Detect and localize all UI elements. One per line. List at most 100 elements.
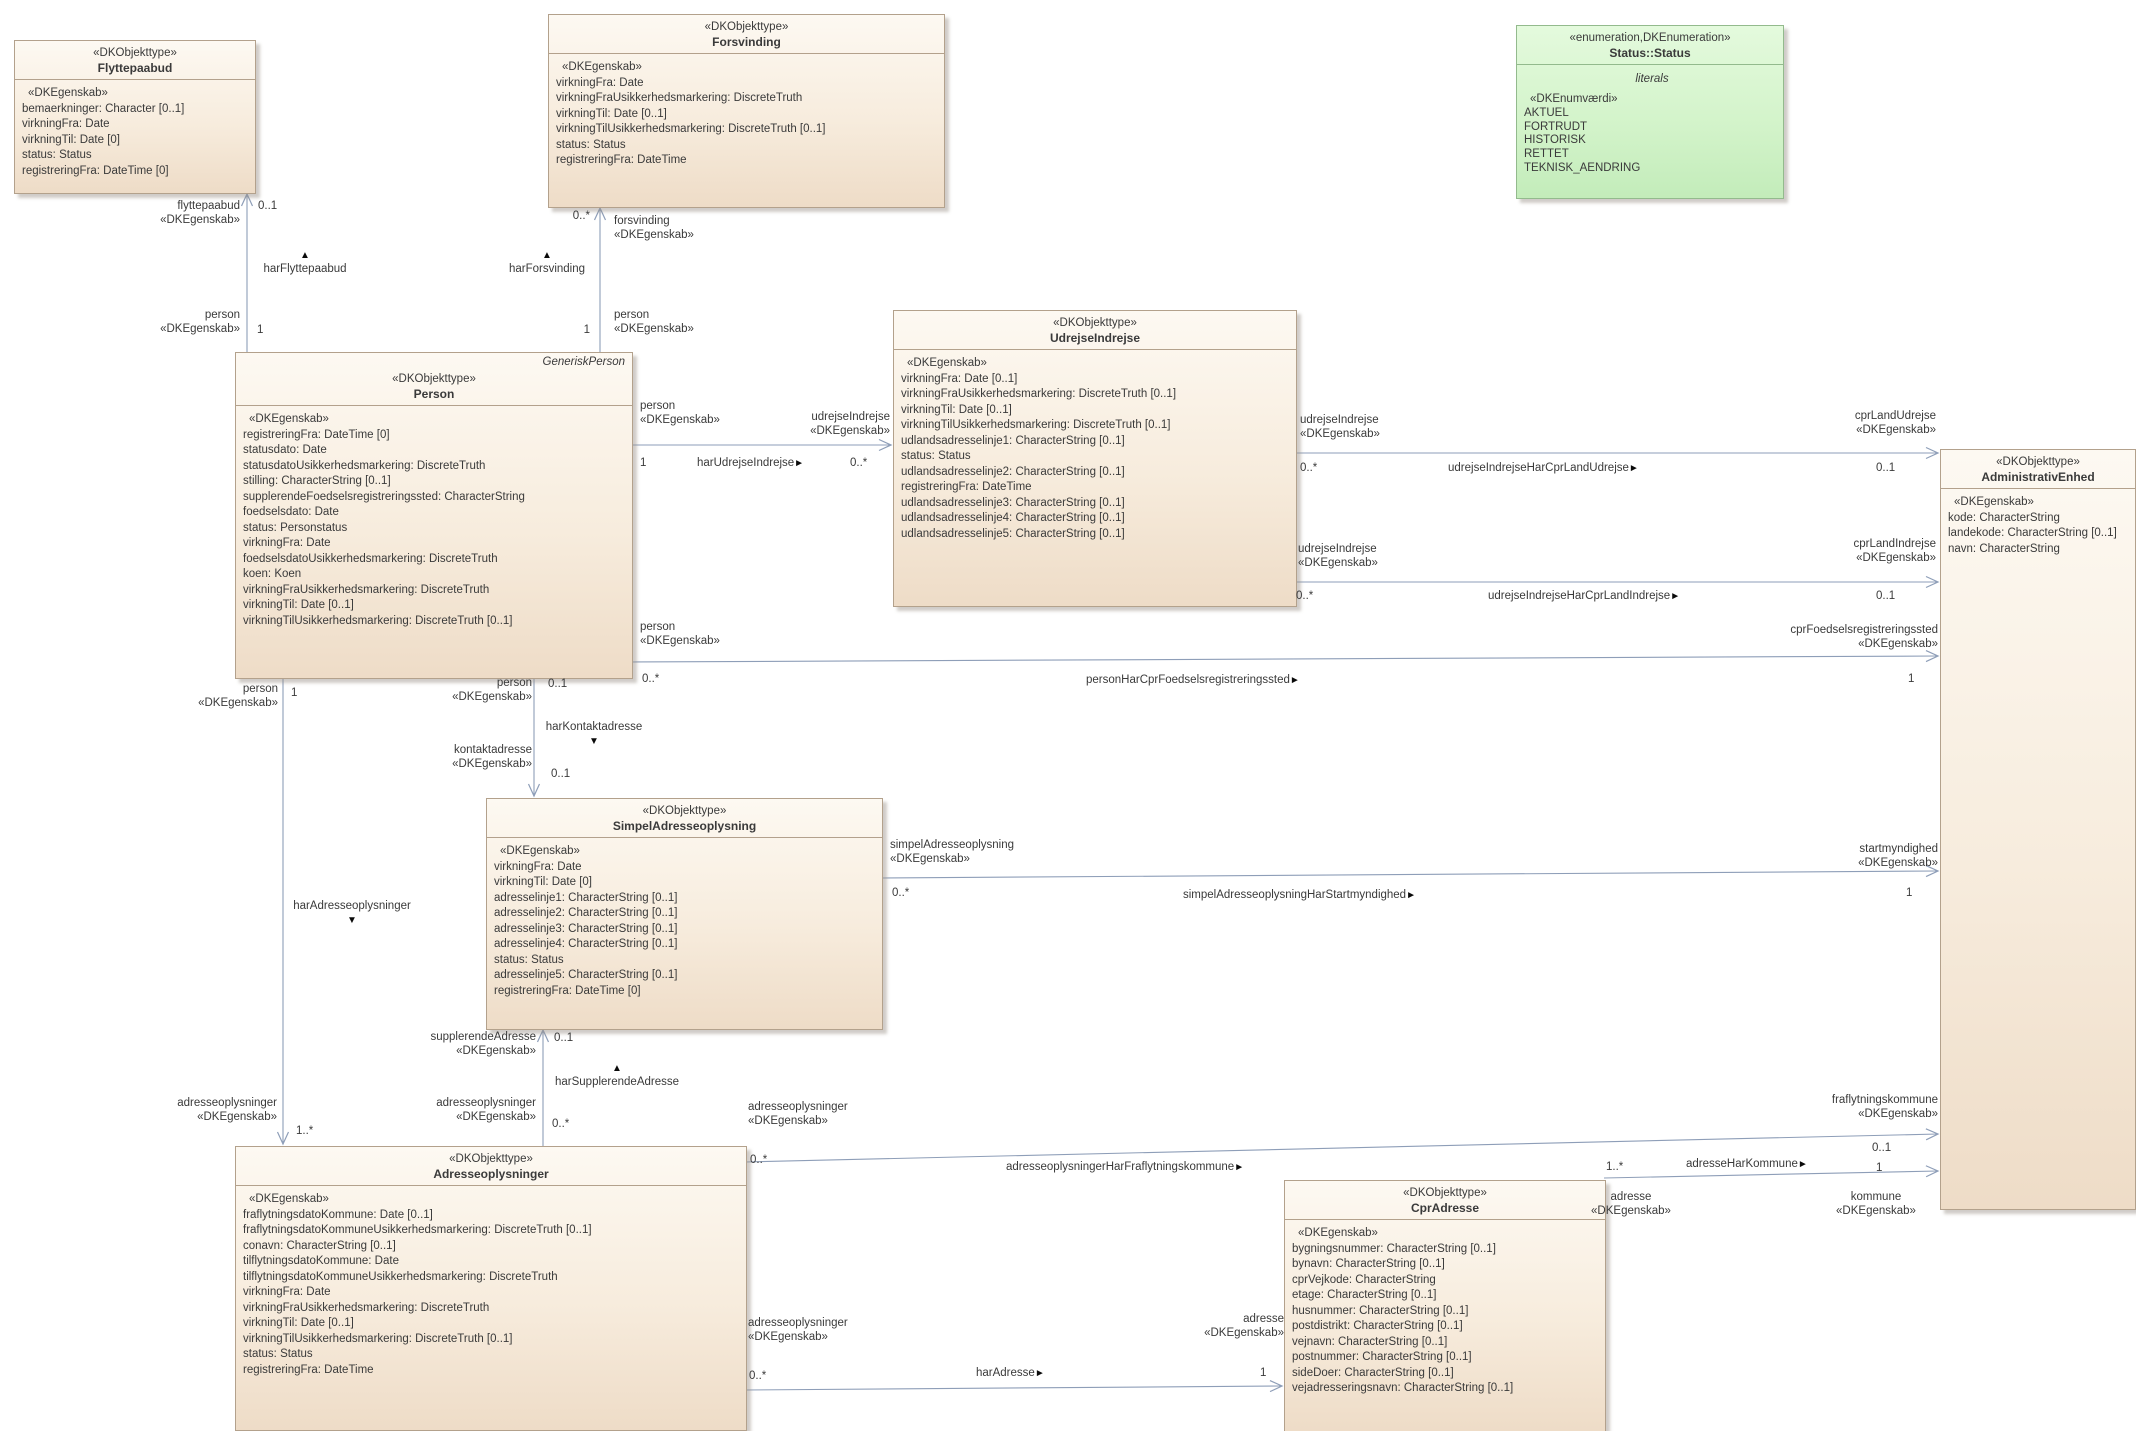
attribute: registreringFra: DateTime bbox=[243, 1363, 374, 1376]
attribute: virkningTil: Date [0] bbox=[494, 876, 592, 888]
edge-name-label: personHarCprFoedselsregistreringssted► bbox=[1086, 674, 1300, 686]
class-attributes: «DKEgenskab» bygningsnummer: CharacterSt… bbox=[1285, 1220, 1605, 1400]
edge-name-label: adresseoplysningerHarFraflytningskommune… bbox=[1006, 1161, 1245, 1173]
edge-role-label: flyttepaabud«DKEgenskab» bbox=[160, 200, 240, 226]
edge-role-label: supplerendeAdresse«DKEgenskab» bbox=[430, 1031, 537, 1057]
class-forsvinding[interactable]: «DKObjekttype» Forsvinding «DKEgenskab» … bbox=[548, 14, 945, 208]
class-flyttepaabud[interactable]: «DKObjekttype» Flyttepaabud «DKEgenskab»… bbox=[14, 40, 256, 194]
edge-name-label: udrejseIndrejseHarCprLandUdrejse► bbox=[1448, 462, 1639, 474]
attribute: vejadresseringsnavn: CharacterString [0.… bbox=[1292, 1382, 1514, 1394]
attribute: navn: CharacterString bbox=[1948, 542, 2060, 555]
class-annotation: GeneriskPerson bbox=[542, 356, 625, 368]
edge-name-label: ▲harFlyttepaabud bbox=[263, 250, 347, 275]
class-header: «DKObjekttype» Flyttepaabud bbox=[15, 41, 255, 80]
edge-mult-label: 0..* bbox=[749, 1370, 767, 1382]
attr-stereotype: «DKEgenskab» bbox=[562, 61, 642, 73]
attr-stereotype: «DKEgenskab» bbox=[500, 845, 580, 857]
attr-stereotype: «DKEgenskab» bbox=[907, 357, 987, 369]
edge-har-fraflytningskommune[interactable] bbox=[744, 1128, 1940, 1163]
attribute: registreringFra: DateTime [0] bbox=[494, 984, 641, 997]
attribute: virkningFra: Date bbox=[243, 1286, 331, 1298]
class-stereotype: «DKObjekttype» bbox=[1053, 317, 1137, 329]
edge-role-label: simpelAdresseoplysning«DKEgenskab» bbox=[890, 839, 1015, 865]
direction-right-icon: ► bbox=[1234, 1162, 1245, 1173]
edge-role-label: kommune«DKEgenskab» bbox=[1836, 1191, 1916, 1217]
attribute: vejnavn: CharacterString [0..1] bbox=[1292, 1335, 1448, 1348]
attribute: koen: Koen bbox=[243, 568, 302, 580]
class-person[interactable]: GeneriskPerson «DKObjekttype» Person «DK… bbox=[235, 352, 633, 679]
class-attributes: «DKEgenskab» virkningFra: Date virkningF… bbox=[549, 54, 944, 172]
edge-adresse-har-kommune[interactable] bbox=[1603, 1165, 1940, 1179]
edge-role-label: cprLandIndrejse«DKEgenskab» bbox=[1853, 538, 1936, 564]
attribute: foedselsdatoUsikkerhedsmarkering: Discre… bbox=[243, 552, 498, 565]
attribute: adresselinje1: CharacterString [0..1] bbox=[494, 891, 678, 904]
attr-stereotype: «DKEgenskab» bbox=[1298, 1227, 1378, 1239]
enum-status[interactable]: «enumeration,DKEnumeration» Status::Stat… bbox=[1516, 25, 1784, 199]
class-adresseoplysninger[interactable]: «DKObjekttype» Adresseoplysninger «DKEge… bbox=[235, 1146, 747, 1431]
edge-mult-label: 1..* bbox=[296, 1125, 314, 1137]
edge-mult-label: 0..1 bbox=[551, 768, 571, 780]
edge-name-label: harKontaktadresse▼ bbox=[545, 721, 643, 747]
class-udrejseindrejse[interactable]: «DKObjekttype» UdrejseIndrejse «DKEgensk… bbox=[893, 310, 1297, 607]
attribute: udlandsadresselinje5: CharacterString [0… bbox=[901, 527, 1125, 540]
edge-role-label: adresseoplysninger«DKEgenskab» bbox=[436, 1097, 536, 1123]
attribute: adresselinje3: CharacterString [0..1] bbox=[494, 922, 678, 935]
direction-right-icon: ► bbox=[1034, 1368, 1045, 1379]
edge-role-label: adresseoplysninger«DKEgenskab» bbox=[748, 1101, 848, 1127]
edge-mult-label: 0..1 bbox=[258, 200, 278, 212]
direction-right-icon: ► bbox=[1797, 1159, 1808, 1170]
class-name: UdrejseIndrejse bbox=[1049, 331, 1141, 345]
edge-mult-label: 0..* bbox=[642, 673, 660, 685]
attribute: sideDoer: CharacterString [0..1] bbox=[1292, 1366, 1454, 1379]
edge-mult-label: 0..* bbox=[850, 457, 868, 469]
class-cpradresse[interactable]: «DKObjekttype» CprAdresse «DKEgenskab» b… bbox=[1284, 1180, 1606, 1431]
attribute: virkningFraUsikkerhedsmarkering: Discret… bbox=[243, 1301, 490, 1314]
attribute: foedselsdato: Date bbox=[243, 506, 339, 518]
direction-right-icon: ► bbox=[1670, 591, 1681, 602]
class-attributes: «DKEgenskab» kode: CharacterString lande… bbox=[1941, 489, 2135, 560]
edge-har-adresse[interactable] bbox=[744, 1380, 1284, 1393]
edge-role-label: cprFoedselsregistreringssted«DKEgenskab» bbox=[1790, 624, 1938, 650]
attribute: udlandsadresselinje3: CharacterString [0… bbox=[901, 496, 1125, 509]
edge-role-label: person«DKEgenskab» bbox=[640, 400, 720, 426]
edge-name-label: harAdresse► bbox=[976, 1367, 1045, 1379]
attribute: registreringFra: DateTime [0] bbox=[243, 428, 390, 441]
edge-mult-label: 0..* bbox=[1300, 462, 1318, 474]
attribute: adresselinje5: CharacterString [0..1] bbox=[494, 969, 678, 981]
class-header: «DKObjekttype» UdrejseIndrejse bbox=[894, 311, 1296, 350]
attribute: udlandsadresselinje2: CharacterString [0… bbox=[901, 465, 1125, 478]
edge-mult-label: 0..1 bbox=[1872, 1142, 1892, 1154]
class-attributes: «DKEgenskab» bemaerkninger: Character [0… bbox=[15, 80, 255, 182]
edge-role-label: forsvinding«DKEgenskab» bbox=[614, 215, 694, 241]
enum-literals: literals «DKEnumværdi» AKTUEL FORTRUDT H… bbox=[1517, 65, 1783, 179]
direction-right-icon: ► bbox=[1289, 675, 1300, 686]
attribute: cprVejkode: CharacterString bbox=[1292, 1273, 1436, 1286]
edge-role-label: fraflytningskommune«DKEgenskab» bbox=[1831, 1094, 1938, 1120]
edge-role-label: udrejseIndrejse«DKEgenskab» bbox=[1300, 414, 1380, 440]
class-stereotype: «DKObjekttype» bbox=[704, 21, 789, 33]
enum-name: Status::Status bbox=[1609, 46, 1691, 60]
class-administrativenhed[interactable]: «DKObjekttype» AdministrativEnhed «DKEge… bbox=[1940, 449, 2136, 1210]
class-name: Flyttepaabud bbox=[97, 61, 173, 75]
edge-mult-label: 1 bbox=[257, 324, 264, 336]
attribute: kode: CharacterString bbox=[1948, 511, 2060, 524]
class-name: Person bbox=[413, 387, 455, 401]
edge-har-startmyndighed[interactable] bbox=[880, 865, 1940, 879]
edge-har-cprfoedselsregistreringssted[interactable] bbox=[630, 650, 1940, 663]
direction-up-icon: ▲ bbox=[612, 1063, 622, 1074]
class-simpeladresseoplysning[interactable]: «DKObjekttype» SimpelAdresseoplysning «D… bbox=[486, 798, 883, 1030]
attribute: virkningFraUsikkerhedsmarkering: Discret… bbox=[243, 583, 490, 596]
edge-mult-label: 0..* bbox=[892, 887, 910, 899]
attribute: tilflytningsdatoKommuneUsikkerhedsmarker… bbox=[243, 1270, 558, 1283]
edge-mult-label: 0..* bbox=[552, 1118, 570, 1130]
edge-name-label: ▲harForsvinding bbox=[508, 250, 586, 275]
edge-mult-label: 0..1 bbox=[1876, 462, 1896, 474]
attribute: tilflytningsdatoKommune: Date bbox=[243, 1255, 399, 1267]
attribute: adresselinje4: CharacterString [0..1] bbox=[494, 938, 678, 950]
edge-name-label: ▲harSupplerendeAdresse bbox=[554, 1063, 680, 1088]
edge-role-label: udrejseIndrejse«DKEgenskab» bbox=[810, 411, 890, 437]
edge-name-label: harAdresseoplysninger▼ bbox=[293, 900, 411, 926]
edge-role-label: adresseoplysninger«DKEgenskab» bbox=[748, 1317, 848, 1343]
edge-role-label: person«DKEgenskab» bbox=[160, 309, 240, 335]
